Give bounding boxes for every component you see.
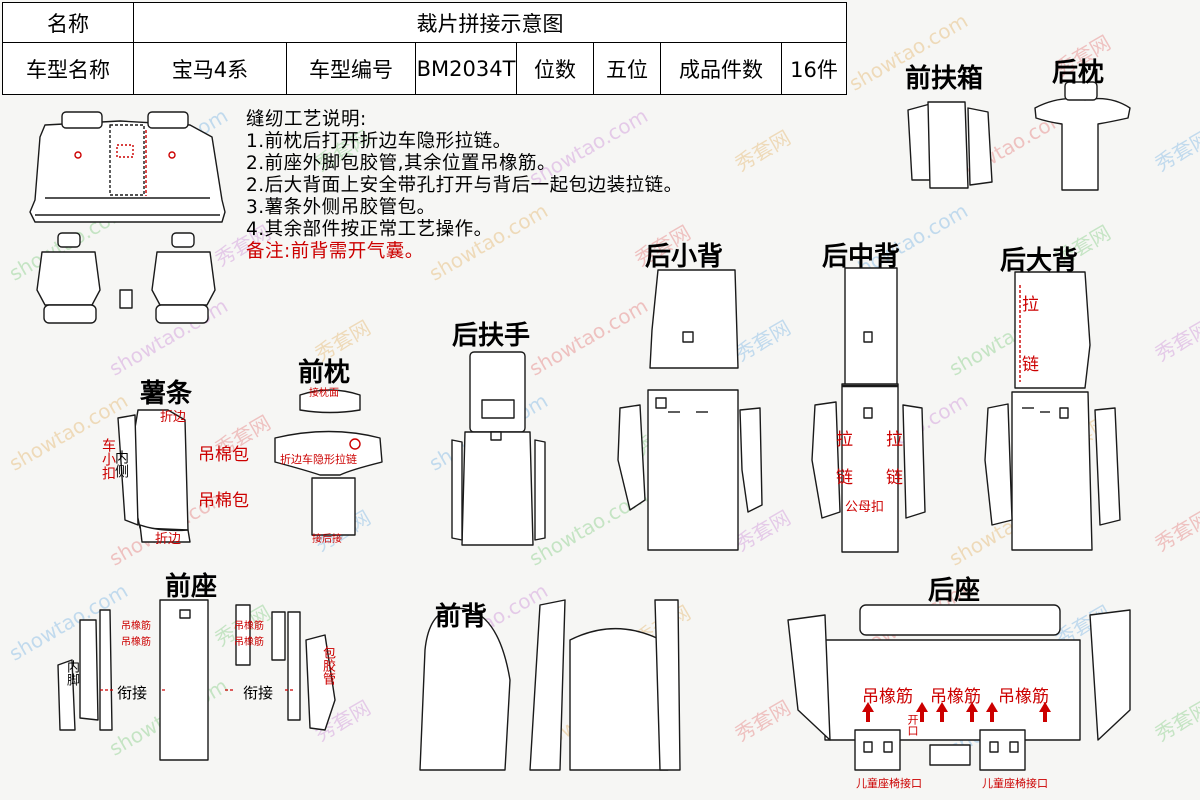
notes-line-4: 3.薯条外侧吊胶管包。 [246, 197, 436, 218]
label-hang-elastic-2: 吊橡筋 [121, 637, 151, 648]
pieces-value: 16件 [781, 42, 847, 95]
label-fold-hidden-zipper: 折边车隐形拉链 [280, 453, 357, 466]
rear-middle-back-pieces [811, 267, 926, 553]
label-hang-elastic-1: 吊橡筋 [121, 621, 151, 632]
label-hang-elastic-4: 吊橡筋 [234, 637, 264, 648]
label-inner-side: 内侧 [113, 450, 129, 478]
label-fold-edge-top: 折边 [160, 410, 187, 425]
header-table: 名称 裁片拼接示意图 车型名称 宝马4系 车型编号 BM2034T 位数 五位 … [2, 2, 847, 95]
front-headrest-pieces [274, 389, 383, 536]
seats-value: 五位 [593, 42, 661, 95]
title-rear-small-back: 后小背 [645, 242, 724, 272]
model-code-value: BM2034T [415, 42, 517, 95]
notes-line-5: 4.其余部件按正常工艺操作。 [246, 219, 493, 240]
label-hang-elastic-3: 吊橡筋 [234, 621, 264, 632]
front-seat-overview-left [36, 232, 101, 324]
label-wrap-tube: 包胶管 [320, 646, 335, 685]
rear-headrest-piece [1034, 81, 1131, 191]
label-fold-edge-bottom: 折边 [155, 532, 182, 547]
label-car-small-buckle: 车小扣 [100, 438, 116, 480]
notes-heading: 缝纫工艺说明: [246, 109, 367, 130]
title-front-armbox: 前扶箱 [905, 64, 984, 94]
title-front-back: 前背 [435, 602, 488, 632]
rear-seat-pieces [787, 604, 1131, 771]
front-seat-pieces [57, 599, 336, 761]
label-chain-3: 链 [1022, 355, 1039, 375]
label-hang-elastic-rear-2: 吊橡筋 [930, 687, 981, 707]
label-child-seat-port-2: 儿童座椅接口 [982, 777, 1048, 790]
front-armbox-pieces [907, 101, 993, 189]
rear-bench-overview [29, 111, 226, 223]
title-front-headrest: 前枕 [298, 358, 351, 388]
label-chain-2: 链 [886, 468, 903, 488]
pieces-label: 成品件数 [660, 42, 782, 95]
label-joint-right: 衔接 [243, 684, 274, 702]
title-fries: 薯条 [140, 379, 193, 409]
title-front-seat: 前座 [165, 572, 218, 602]
model-code-label: 车型编号 [286, 42, 416, 95]
title-rear-seat: 后座 [928, 576, 981, 606]
title-rear-armrest: 后扶手 [452, 321, 531, 351]
notes-line-2: 2.前座外脚包胶管,其余位置吊橡筋。 [246, 153, 557, 174]
annotation-arrows [862, 702, 1051, 722]
label-connect-pillow: 接枕面 [309, 388, 339, 399]
label-hang-elastic-rear-3: 吊橡筋 [998, 687, 1049, 707]
notes-line-3: 2.后大背面上安全带孔打开与背后一起包边装拉链。 [246, 175, 683, 196]
title-rear-middle-back: 后中背 [822, 242, 901, 272]
label-joint-left: 衔接 [117, 684, 148, 702]
model-name-value: 宝马4系 [133, 42, 287, 95]
front-back-pieces [419, 599, 681, 771]
label-snap-button: 公母扣 [845, 500, 885, 515]
rear-armrest-pieces [451, 351, 546, 546]
front-seat-overview-right [151, 232, 216, 324]
label-child-seat-port-1: 儿童座椅接口 [856, 777, 922, 790]
title-rear-large-back: 后大背 [1000, 246, 1079, 276]
fries-pieces [117, 409, 191, 543]
notes-remark: 备注:前背需开气囊。 [246, 241, 424, 262]
label-hang-elastic-rear-1: 吊橡筋 [862, 687, 913, 707]
label-hang-cotton-2: 吊棉包 [198, 491, 249, 511]
sewing-notes: 缝纫工艺说明: 1.前枕后打开折边车隐形拉链。 2.前座外脚包胶管,其余位置吊橡… [246, 109, 683, 263]
label-connect-back: 接后接 [312, 534, 342, 545]
label-pull-3: 拉 [1022, 295, 1039, 315]
title-rear-headrest: 后枕 [1052, 58, 1105, 88]
notes-line-1: 1.前枕后打开折边车隐形拉链。 [246, 131, 512, 152]
rear-small-back-pieces [617, 269, 763, 551]
label-opening: 开口 [906, 714, 919, 736]
label-chain-1: 链 [836, 468, 853, 488]
label-hang-cotton-1: 吊棉包 [198, 445, 249, 465]
seats-label: 位数 [516, 42, 594, 95]
label-pull-2: 拉 [886, 430, 903, 450]
rear-large-back-pieces [984, 271, 1121, 551]
label-pull-1: 拉 [836, 430, 853, 450]
model-name-label: 车型名称 [2, 42, 134, 95]
label-inner-foot: 内脚 [64, 660, 79, 686]
name-value: 裁片拼接示意图 [133, 2, 847, 43]
name-label: 名称 [2, 2, 134, 43]
